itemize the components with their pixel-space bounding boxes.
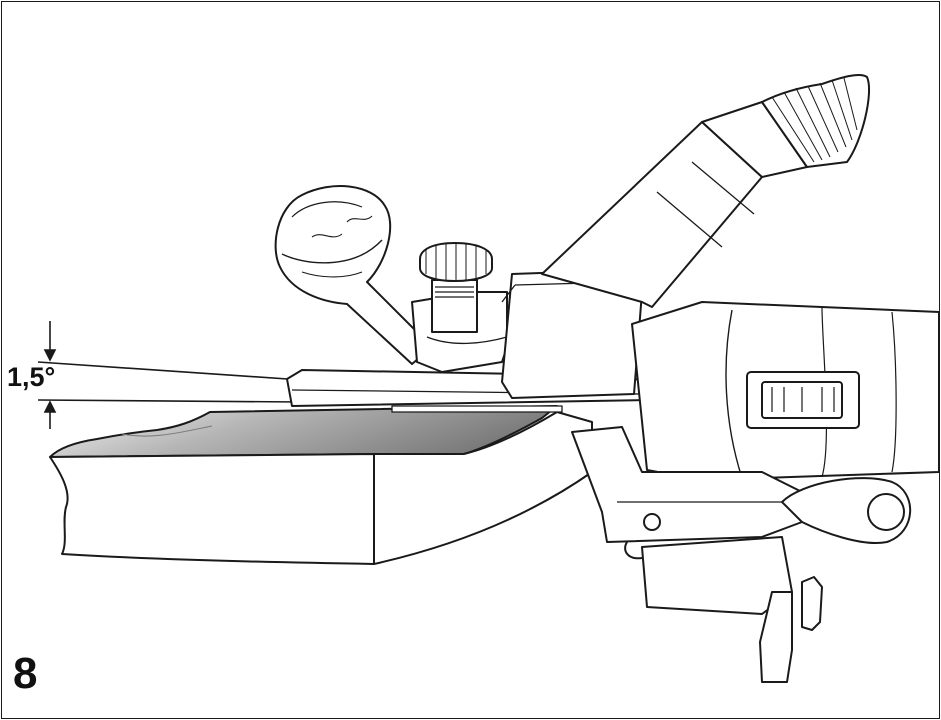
angle-arrows	[43, 321, 57, 429]
figure-number: 8	[13, 649, 38, 698]
dust-hose	[541, 74, 871, 308]
angle-label: 1,5°	[7, 362, 56, 392]
motor-body	[631, 301, 939, 481]
adjustment-knob	[419, 242, 493, 333]
angle-lines	[37, 361, 303, 403]
lower-bracket	[571, 426, 912, 683]
workpiece-block	[49, 405, 593, 565]
knob-handle	[274, 185, 433, 365]
